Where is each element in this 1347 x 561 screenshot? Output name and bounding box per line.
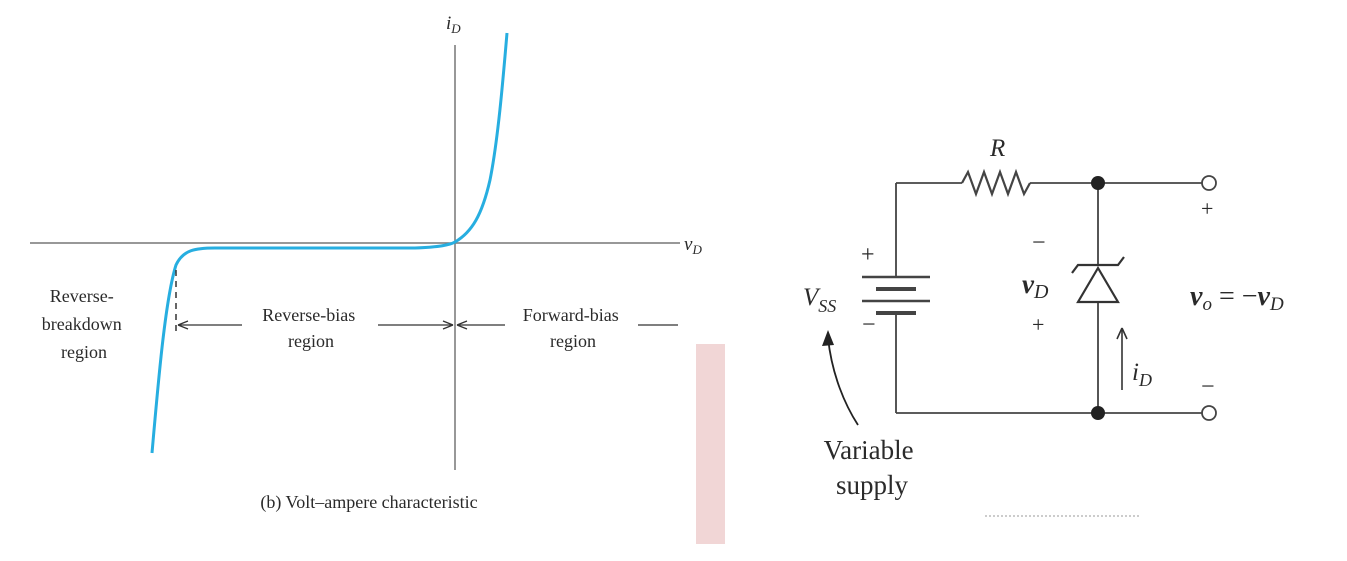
supply-label: VSS [803, 284, 836, 316]
current-label: iD [1132, 359, 1152, 390]
output-minus-label: − [1201, 374, 1215, 400]
y-axis-label: iD [446, 13, 461, 36]
region-reverse-bias-label: Reverse-bias region [262, 305, 359, 351]
region-breakdown-label: Reverse- breakdown region [42, 286, 126, 362]
reverse-bias-arrows [177, 320, 454, 330]
zener-diode-symbol [1071, 256, 1125, 304]
resistor-symbol [961, 168, 1031, 198]
zener-circuit [895, 168, 1203, 414]
diode-curve [150, 32, 509, 454]
region-forward-bias-label: Forward-bias region [523, 305, 623, 351]
junction-dot-bottom [1091, 406, 1105, 420]
output-equation: vo = −vD [1190, 281, 1284, 315]
diode-plus-label: + [1032, 312, 1044, 337]
battery-symbol [862, 275, 930, 315]
supply-plus-label: + [861, 242, 875, 268]
diode-minus-label: − [1032, 230, 1046, 256]
diode-voltage-label: vD [1022, 269, 1049, 303]
junction-dot-top [1091, 176, 1105, 190]
variable-supply-label: Variable supply [824, 435, 921, 500]
supply-minus-label: − [862, 312, 876, 338]
graph-caption: (b) Volt–ampere characteristic [260, 492, 477, 513]
x-axis-label: vD [684, 234, 702, 257]
output-terminal-bottom [1201, 405, 1217, 421]
variable-supply-arrowhead [822, 330, 834, 346]
resistor-label: R [989, 135, 1005, 162]
output-plus-label: + [1201, 196, 1213, 221]
variable-supply-arrow [827, 337, 859, 426]
pink-bar [696, 344, 725, 544]
current-arrow [1116, 327, 1128, 390]
forward-bias-arrows [456, 320, 678, 330]
iv-characteristic-graph: iD vD Reverse- breakdown region Reverse-… [30, 13, 702, 513]
output-terminal-top [1201, 175, 1217, 191]
